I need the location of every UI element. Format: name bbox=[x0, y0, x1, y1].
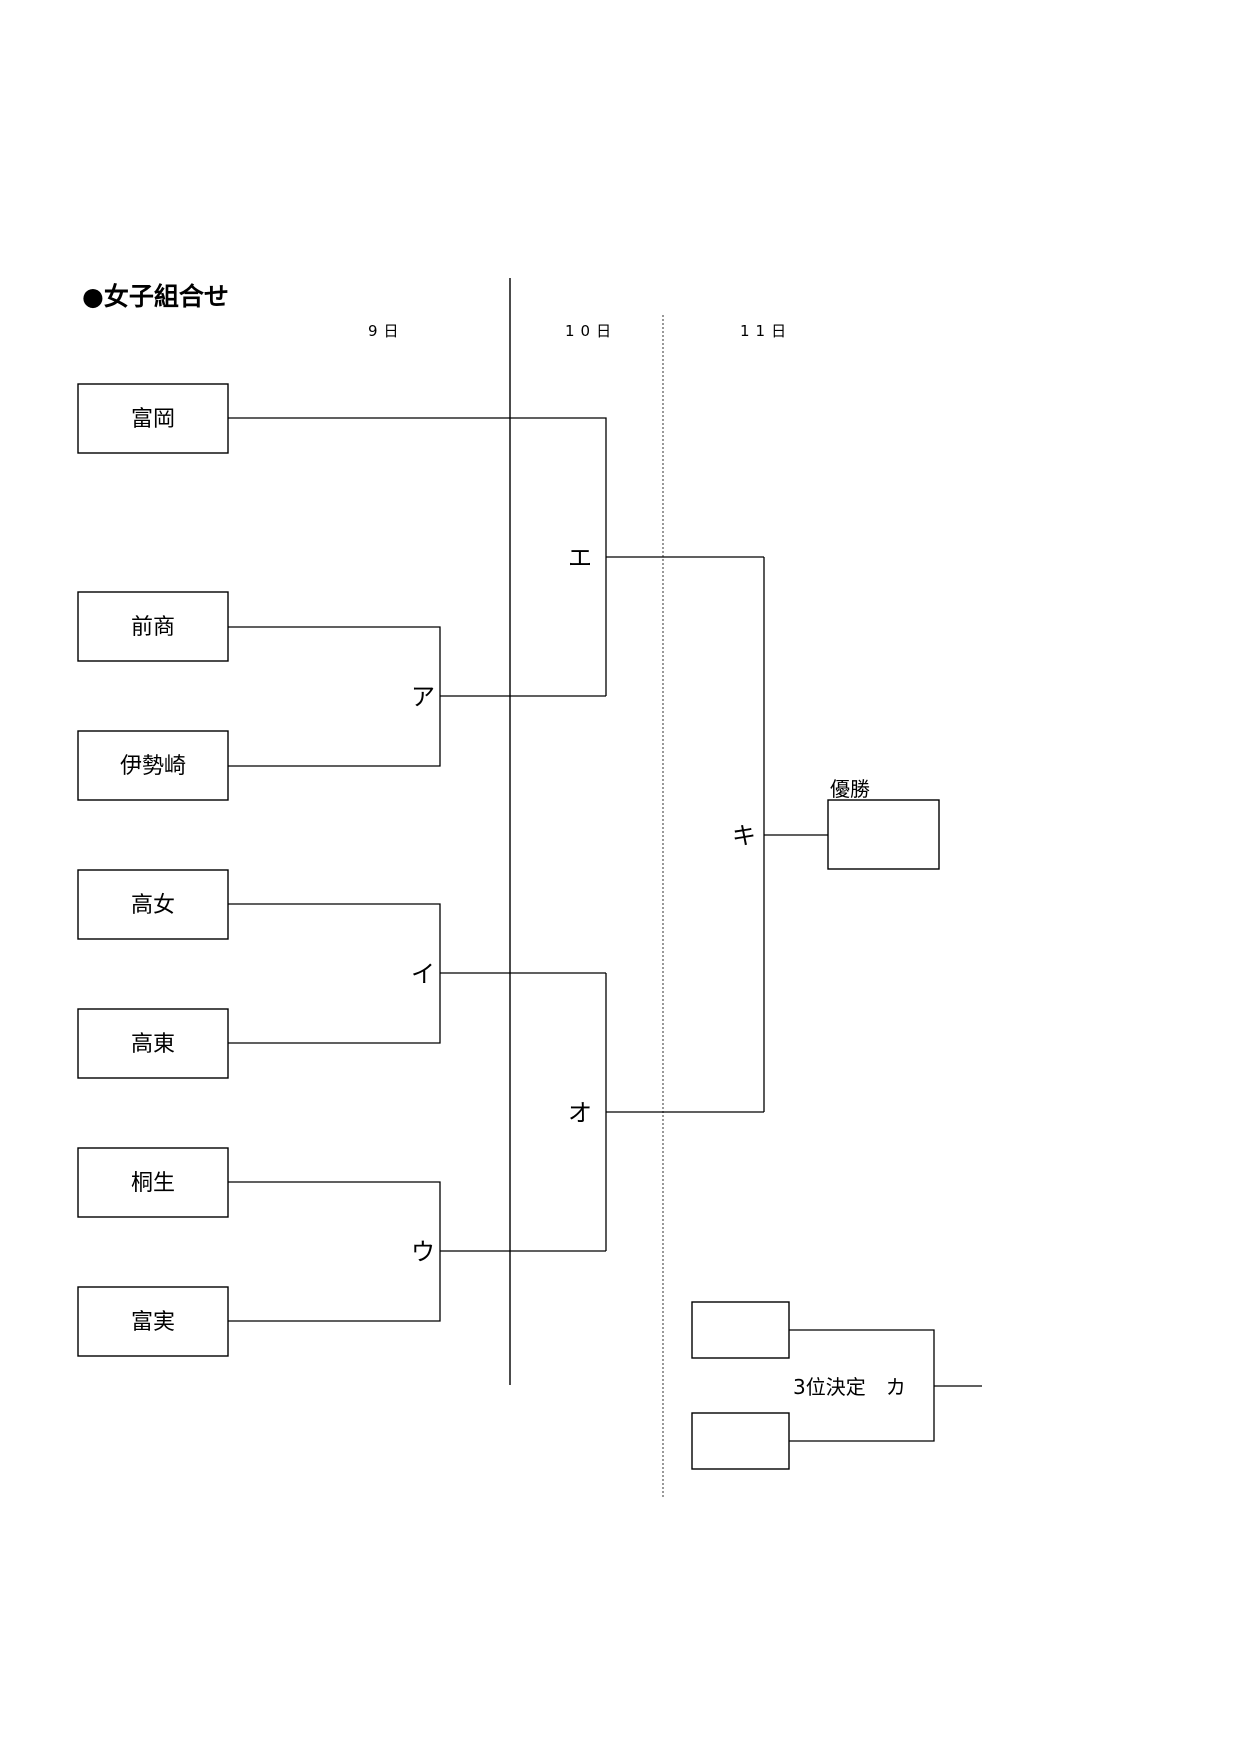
bracket-match-i bbox=[228, 903, 606, 1044]
team-box-tomijitsu: 富実 bbox=[77, 1286, 229, 1357]
bracket-match-ki bbox=[763, 557, 828, 1112]
team-name: 高東 bbox=[131, 1032, 175, 1057]
team-name: 桐生 bbox=[131, 1171, 175, 1196]
bracket-match-ka bbox=[789, 1329, 982, 1442]
team-box-tomioka: 富岡 bbox=[77, 383, 229, 454]
team-box-takajo: 高女 bbox=[77, 869, 229, 940]
winner-label: 優勝 bbox=[830, 777, 870, 801]
team-name: 伊勢崎 bbox=[120, 754, 186, 779]
bracket-match-a bbox=[228, 626, 606, 767]
team-name: 富岡 bbox=[131, 407, 175, 432]
match-label-o: オ bbox=[568, 1099, 592, 1127]
third-place-box-top bbox=[691, 1301, 790, 1359]
day-header-10: 10日 bbox=[565, 322, 617, 340]
match-label-ki: キ bbox=[732, 822, 756, 850]
team-box-takato: 高東 bbox=[77, 1008, 229, 1079]
team-name: 高女 bbox=[131, 893, 175, 918]
day-header-11: 11日 bbox=[740, 322, 792, 340]
bracket-match-o bbox=[605, 973, 764, 1251]
match-label-ka: 3位決定 カ bbox=[793, 1375, 906, 1399]
team-box-maesho: 前商 bbox=[77, 591, 229, 662]
third-place-box-bottom bbox=[691, 1412, 790, 1470]
team-box-kiryu: 桐生 bbox=[77, 1147, 229, 1218]
match-label-a: ア bbox=[411, 683, 435, 711]
bracket-match-e bbox=[228, 417, 764, 696]
winner-box bbox=[827, 799, 940, 870]
team-name: 前商 bbox=[131, 615, 175, 640]
day-header-9: 9日 bbox=[368, 322, 405, 340]
team-name: 富実 bbox=[131, 1310, 175, 1335]
match-label-e: エ bbox=[568, 544, 592, 572]
page-title: ●女子組合せ bbox=[82, 282, 229, 311]
match-label-i: イ bbox=[411, 960, 435, 988]
match-label-u: ウ bbox=[411, 1238, 435, 1266]
bracket-match-u bbox=[228, 1181, 606, 1322]
team-box-isesaki: 伊勢崎 bbox=[77, 730, 229, 801]
